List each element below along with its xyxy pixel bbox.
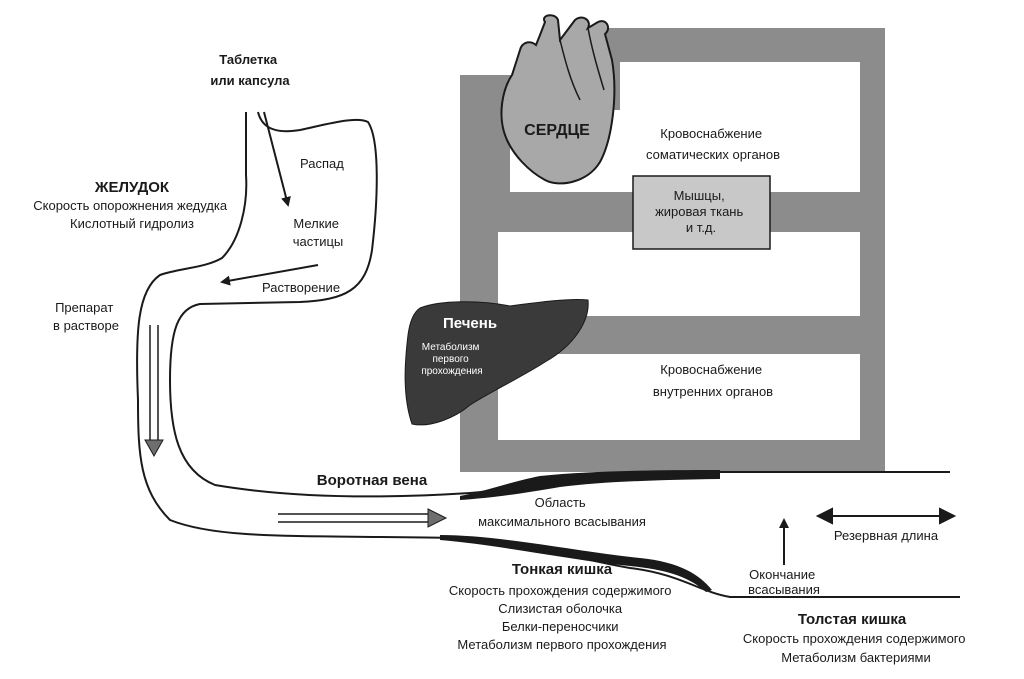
particles-line-2: частицы xyxy=(293,234,344,249)
somatic-line-2: соматических органов xyxy=(646,147,780,162)
svg-text:Метаболизм первого про: Метаболизм первого прохождения xyxy=(421,341,482,377)
muscles-line-1: Мышцы, xyxy=(674,188,725,203)
liver-label: Печень xyxy=(443,315,497,332)
svg-text:Мелкие частицы: Мелкие частицы xyxy=(293,216,344,249)
breakdown-label: Распад xyxy=(300,156,344,171)
portal-vein-band xyxy=(460,470,720,500)
portal-vein-label: Воротная вена xyxy=(317,472,428,489)
intestine-flow-arrow xyxy=(278,508,448,528)
stomach-line-2: Кислотный гидролиз xyxy=(70,216,194,231)
svg-text:Мышцы, жировая ткань: Мышцы, жировая ткань и т.д. xyxy=(655,188,747,235)
breakdown-arrow xyxy=(263,111,291,207)
small-intestine-line-1: Скорость прохождения содержимого xyxy=(449,583,672,598)
visceral-line-2: внутренних органов xyxy=(653,384,773,399)
small-intestine-line-4: Метаболизм первого прохождения xyxy=(457,637,666,652)
end-absorption-line-1: Окончание xyxy=(749,567,815,582)
svg-text:Препарат в растворе: Препарат в растворе xyxy=(53,300,119,333)
stomach-title: ЖЕЛУДОК xyxy=(94,179,170,196)
svg-text:Окончание всасывания: Окончание всасывания xyxy=(748,567,820,597)
svg-text:Скорость опорожнения жедудка: Скорость опорожнения жедудка Кислотный г… xyxy=(33,198,230,231)
svg-text:Кровоснабжение соматически: Кровоснабжение соматических органов xyxy=(646,126,780,162)
svg-text:Таблетка или капсула: Таблетка или капсула xyxy=(210,52,290,88)
heart-icon xyxy=(500,14,616,185)
stomach-line-1: Скорость опорожнения жедудка xyxy=(33,198,228,213)
tablet-line-2: или капсула xyxy=(210,73,290,88)
large-intestine-line-1: Скорость прохождения содержимого xyxy=(743,631,966,646)
reserve-length-arrow xyxy=(815,507,957,525)
muscles-line-2: жировая ткань xyxy=(655,204,743,219)
solution-line-2: в растворе xyxy=(53,318,119,333)
muscles-line-3: и т.д. xyxy=(686,220,716,235)
solution-down-arrow xyxy=(144,325,164,458)
large-intestine-title: Толстая кишка xyxy=(798,611,907,628)
visceral-line-1: Кровоснабжение xyxy=(660,362,762,377)
liver-metab-line-2: первого xyxy=(432,354,469,365)
max-absorption-line-2: максимального всасывания xyxy=(478,514,646,529)
svg-text:Скорость прохождения содержимо: Скорость прохождения содержимого Слизист… xyxy=(449,583,675,652)
svg-text:Кровоснабжение внутренних: Кровоснабжение внутренних органов xyxy=(653,362,773,399)
large-intestine-line-2: Метаболизм бактериями xyxy=(781,650,931,665)
muscles-box: Мышцы, жировая ткань и т.д. xyxy=(632,175,771,250)
liver-icon xyxy=(404,298,589,426)
end-absorption-line-2: всасывания xyxy=(748,582,820,597)
liver-metab-line-1: Метаболизм xyxy=(422,341,480,353)
small-intestine-line-2: Слизистая оболочка xyxy=(498,601,623,616)
max-absorption-line-1: Область xyxy=(535,495,586,510)
reserve-length-label: Резервная длина xyxy=(834,528,939,543)
svg-text:Скорость прохождения содержимо: Скорость прохождения содержимого Метабол… xyxy=(743,631,969,665)
particles-line-1: Мелкие xyxy=(293,216,339,231)
stomach-outer-wall xyxy=(136,112,960,598)
heart-label: СЕРДЦЕ xyxy=(524,122,590,139)
dissolution-arrow xyxy=(220,264,319,286)
small-intestine-band xyxy=(440,535,712,592)
solution-line-1: Препарат xyxy=(55,300,113,315)
liver-metab-line-3: прохождения xyxy=(421,366,482,377)
svg-text:Область максимального всас: Область максимального всасывания xyxy=(478,495,646,529)
small-intestine-line-3: Белки-переносчики xyxy=(502,619,619,634)
somatic-line-1: Кровоснабжение xyxy=(660,126,762,141)
tablet-line-1: Таблетка xyxy=(219,52,278,67)
dissolution-label: Растворение xyxy=(262,280,340,295)
small-intestine-title: Тонкая кишка xyxy=(512,561,613,578)
